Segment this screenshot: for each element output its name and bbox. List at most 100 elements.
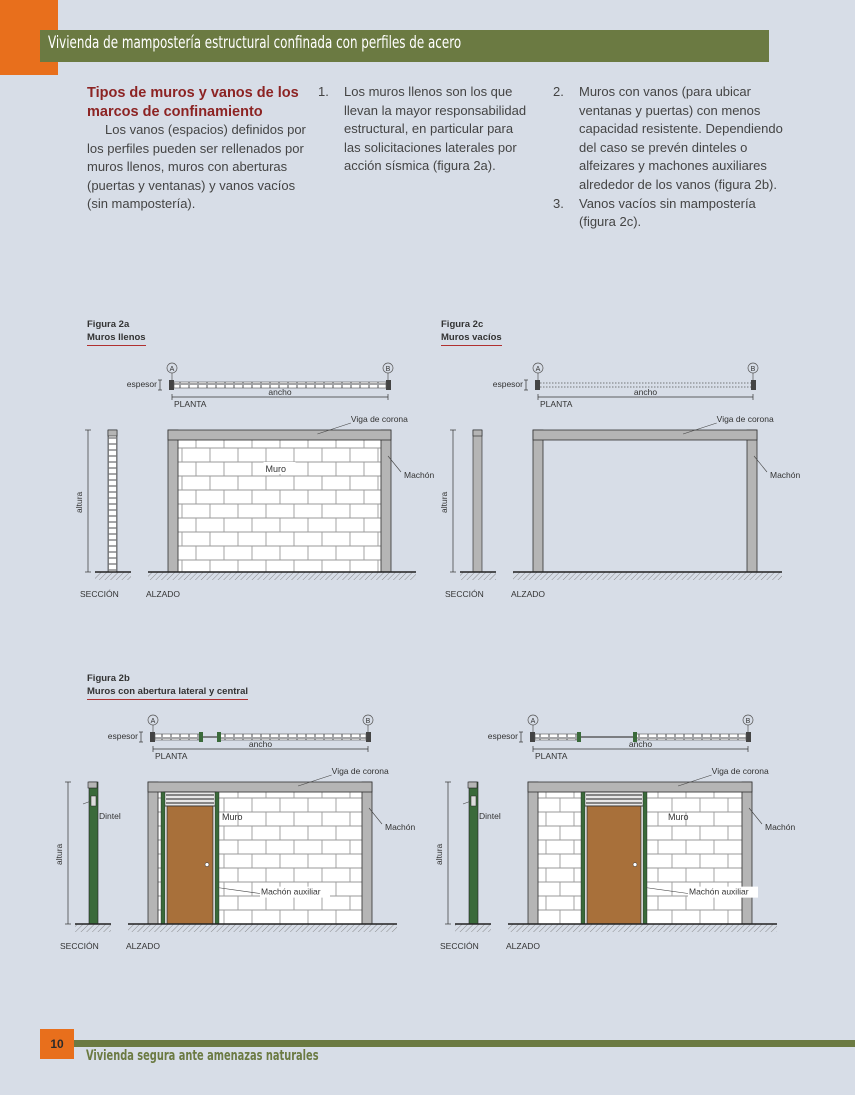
axis-b-label: B	[746, 718, 751, 725]
ground-hatch	[95, 572, 131, 580]
plan-aux-column	[199, 732, 203, 742]
muro-label: Muro	[222, 812, 243, 822]
ancho-label: ancho	[629, 739, 652, 749]
figure-2a-caption: Figura 2a Muros llenos	[87, 318, 146, 346]
plan-column-b	[751, 380, 756, 390]
espesor-label: espesor	[493, 379, 523, 389]
muro-label: Muro	[668, 812, 689, 822]
machon-label: Machón	[385, 822, 416, 832]
axis-a-label: A	[170, 366, 175, 373]
door-leaf	[586, 805, 642, 925]
viga-leader	[677, 774, 712, 787]
plan-aux-column	[217, 732, 221, 742]
planta-label: PLANTA	[535, 751, 568, 761]
axis-a-label: A	[536, 366, 541, 373]
viga-label: Viga de corona	[717, 414, 774, 424]
altura-label: altura	[74, 491, 84, 513]
section-column	[472, 429, 483, 573]
alzado-label: ALZADO	[511, 589, 545, 599]
machon-aux-leader	[645, 887, 690, 894]
planta-label: PLANTA	[540, 399, 573, 409]
plan-column-a	[530, 732, 535, 742]
espesor-label: espesor	[108, 731, 138, 741]
ground-hatch	[128, 924, 397, 932]
ancho-label: ancho	[249, 739, 272, 749]
dintel-label: Dintel	[99, 811, 121, 821]
seccion-label: SECCIÓN	[80, 589, 119, 599]
column-list-2: 2.Muros con vanos (para ubicar ventanas …	[553, 83, 783, 232]
ground-hatch	[508, 924, 777, 932]
plan-aux-column	[577, 732, 581, 742]
alzado-label: ALZADO	[146, 589, 180, 599]
steel-column	[527, 781, 539, 925]
steel-column	[167, 429, 179, 573]
section-beam	[87, 781, 98, 789]
plan-wall	[173, 381, 387, 389]
crown-beam	[147, 781, 373, 793]
machon-aux-bg	[260, 886, 330, 898]
machon-leader	[753, 455, 768, 473]
aux-column-left	[580, 791, 586, 925]
machon-label: Machón	[404, 470, 435, 480]
axis-a-label: A	[531, 718, 536, 725]
crown-beam	[532, 429, 758, 441]
section-beam	[467, 781, 478, 789]
plan-column-b	[746, 732, 751, 742]
viga-label: Viga de corona	[332, 766, 389, 776]
seccion-label: SECCIÓN	[440, 941, 479, 951]
axis-b-label: B	[751, 366, 756, 373]
machon-label: Machón	[770, 470, 801, 480]
intro-paragraph: Los vanos (espacios) definidos por los p…	[87, 122, 306, 212]
muro-bg	[263, 462, 296, 474]
section-dintel	[470, 795, 477, 807]
crown-beam	[527, 781, 753, 793]
ground-hatch	[513, 572, 782, 580]
muro-label: Muro	[266, 464, 287, 474]
list-item: 1.Los muros llenos son los que llevan la…	[318, 84, 527, 174]
steel-column	[532, 429, 544, 573]
section-dintel	[90, 795, 97, 807]
altura-label: altura	[54, 843, 64, 865]
page-number: 10	[40, 1029, 74, 1059]
machon-aux-label: Machón auxiliar	[261, 887, 321, 897]
planta-label: PLANTA	[155, 751, 188, 761]
machon-aux-bg	[688, 886, 758, 898]
espesor-label: espesor	[127, 379, 157, 389]
machon-aux-label: Machón auxiliar	[689, 887, 749, 897]
alzado-label: ALZADO	[126, 941, 160, 951]
machon-label: Machón	[765, 822, 796, 832]
steel-column	[380, 429, 392, 573]
ancho-label: ancho	[634, 387, 657, 397]
seccion-label: SECCIÓN	[445, 589, 484, 599]
espesor-label: espesor	[488, 731, 518, 741]
machon-aux-leader	[217, 887, 262, 894]
ground-hatch	[460, 572, 496, 580]
list-item: 3.Vanos vacíos sin mampostería (figura 2…	[553, 195, 756, 230]
plan-wall	[534, 733, 580, 741]
door-knob	[204, 862, 210, 867]
crown-beam	[167, 429, 392, 441]
altura-label: altura	[439, 491, 449, 513]
column-list-1: 1.Los muros llenos son los que llevan la…	[318, 83, 533, 176]
header-bar	[40, 30, 769, 62]
steel-column	[147, 781, 159, 925]
page-header-title: Vivienda de mampostería estructural conf…	[48, 33, 462, 53]
dintel-label: Dintel	[479, 811, 501, 821]
viga-label: Viga de corona	[712, 766, 769, 776]
steel-column	[741, 781, 753, 925]
plan-wall	[154, 733, 202, 741]
footer-title: Vivienda segura ante amenazas naturales	[86, 1048, 319, 1064]
figure-2c-caption: Figura 2c Muros vacíos	[441, 318, 502, 346]
ground-hatch	[455, 924, 491, 932]
aux-column-right	[214, 791, 220, 925]
plan-column-b	[386, 380, 391, 390]
machon-leader	[387, 455, 402, 473]
axis-b-label: B	[366, 718, 371, 725]
door-knob	[632, 862, 638, 867]
altura-label: altura	[434, 843, 444, 865]
axis-b-label: B	[386, 366, 391, 373]
plan-column-b	[366, 732, 371, 742]
seccion-label: SECCIÓN	[60, 941, 99, 951]
ground-hatch	[75, 924, 111, 932]
